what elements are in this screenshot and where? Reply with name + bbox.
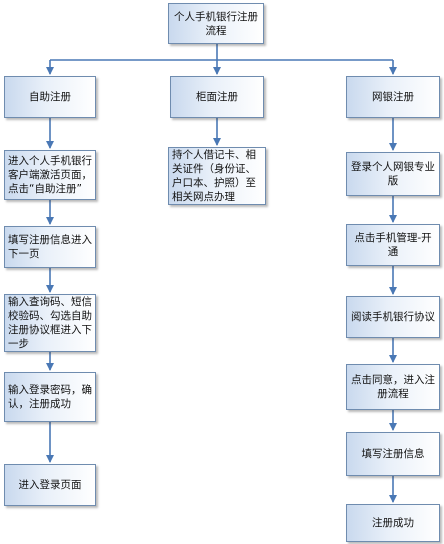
self-register-node: 自助注册 xyxy=(4,76,96,118)
online-step-2: 点击手机管理-开通 xyxy=(346,224,440,266)
online-step-6: 注册成功 xyxy=(346,504,440,542)
self-step-5-label: 进入登录页面 xyxy=(18,479,82,491)
self-step-4-label: 输入登录密码，确认，注册成功 xyxy=(8,384,92,410)
self-step-2: 填写注册信息进入下一页 xyxy=(4,226,96,268)
counter-step-1: 持个人借记卡、相关证件（身份证、户口本、护照）至相关网点办理 xyxy=(168,147,266,205)
self-step-3: 输入查询码、短信校验码、勾选自助注册协议框进入下一步 xyxy=(4,294,96,352)
counter-register-node: 柜面注册 xyxy=(170,76,264,118)
online-register-node: 网银注册 xyxy=(346,76,440,118)
online-step-5-label: 填写注册信息 xyxy=(361,448,425,460)
online-step-4: 点击同意，进入注册流程 xyxy=(346,364,440,410)
online-step-3-label: 阅读手机银行协议 xyxy=(351,311,435,323)
self-step-5: 进入登录页面 xyxy=(4,464,96,506)
online-step-1: 登录个人网银专业版 xyxy=(346,152,440,196)
self-step-4: 输入登录密码，确认，注册成功 xyxy=(4,372,96,422)
counter-step-1-label: 持个人借记卡、相关证件（身份证、户口本、护照）至相关网点办理 xyxy=(172,149,256,203)
self-step-1: 进入个人手机银行客户端激活页面，点击“自助注册” xyxy=(4,150,96,200)
online-step-1-label: 登录个人网银专业版 xyxy=(351,161,435,187)
self-step-3-label: 输入查询码、短信校验码、勾选自助注册协议框进入下一步 xyxy=(8,296,92,350)
online-register-label: 网银注册 xyxy=(372,91,414,103)
counter-register-label: 柜面注册 xyxy=(196,91,238,103)
root-node: 个人手机银行注册流程 xyxy=(168,3,264,44)
online-step-5: 填写注册信息 xyxy=(346,432,440,476)
root-node-label: 个人手机银行注册流程 xyxy=(174,10,258,37)
self-step-1-label: 进入个人手机银行客户端激活页面，点击“自助注册” xyxy=(8,155,92,195)
self-step-2-label: 填写注册信息进入下一页 xyxy=(8,234,92,260)
online-step-2-label: 点击手机管理-开通 xyxy=(354,232,432,258)
online-step-3: 阅读手机银行协议 xyxy=(346,296,440,338)
online-step-4-label: 点击同意，进入注册流程 xyxy=(351,374,435,400)
online-step-6-label: 注册成功 xyxy=(372,517,414,529)
self-register-label: 自助注册 xyxy=(29,91,71,103)
